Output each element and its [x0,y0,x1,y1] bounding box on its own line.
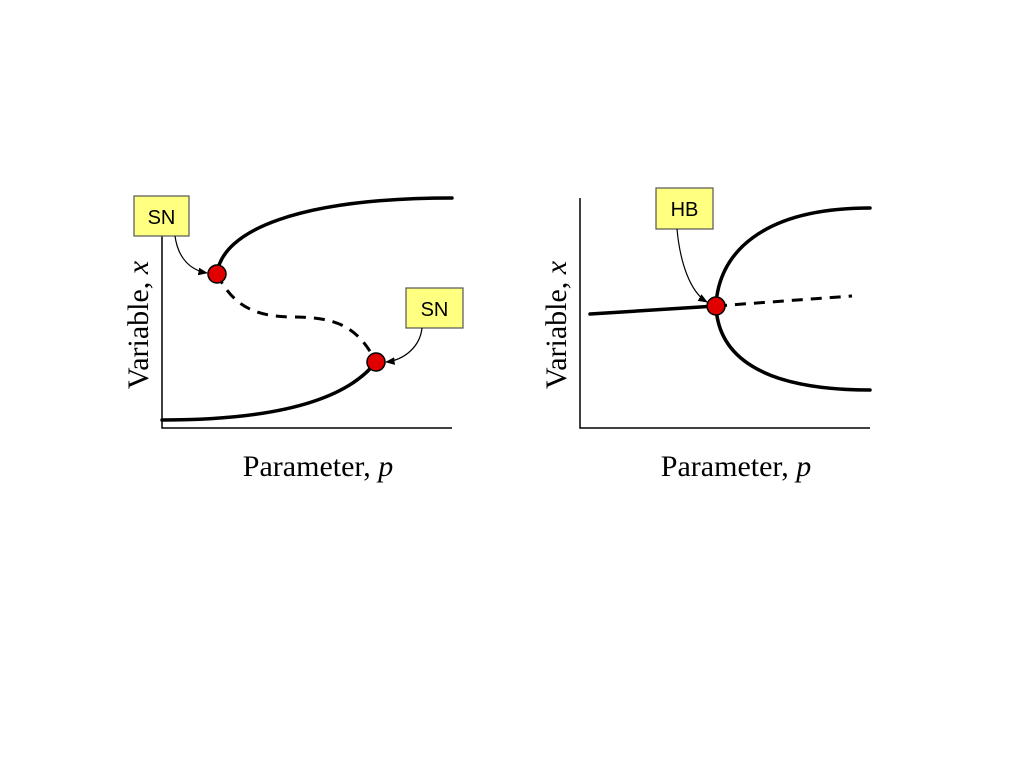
right-unstable-equilibrium [715,294,853,308]
sn-lower-point [366,352,386,372]
sn-upper-point [207,264,227,284]
sn-lower-pointer-arrow [385,327,423,365]
hopf-diagram: HB Parameter, p Variable, x [540,187,872,483]
sn-lower-badge: SN [405,287,464,329]
right-axes [579,198,870,429]
right-upper-limit-cycle-branch [714,206,872,308]
right-stable-equilibrium [588,304,718,316]
left-y-axis-title: Variable, x [122,260,155,389]
sn-upper-pointer-arrow [174,235,208,276]
hb-badge: HB [655,187,714,230]
hb-badge-label: HB [671,199,699,221]
right-lower-limit-cycle-branch [714,304,872,392]
hb-point [706,296,726,316]
left-upper-stable-branch [215,196,454,276]
left-unstable-branch [215,273,378,363]
sn-lower-badge-label: SN [421,299,449,321]
right-y-axis-title: Variable, x [540,260,573,389]
sn-upper-badge-label: SN [148,207,176,229]
right-x-axis-title: Parameter, p [661,450,811,483]
hb-pointer-arrow [676,228,708,303]
left-x-axis-title: Parameter, p [243,450,393,483]
saddle-node-diagram: SN SN Parameter, p Variable, x [122,195,464,483]
left-lower-stable-branch [160,360,378,422]
left-axes [161,198,452,429]
sn-upper-badge: SN [133,195,190,237]
